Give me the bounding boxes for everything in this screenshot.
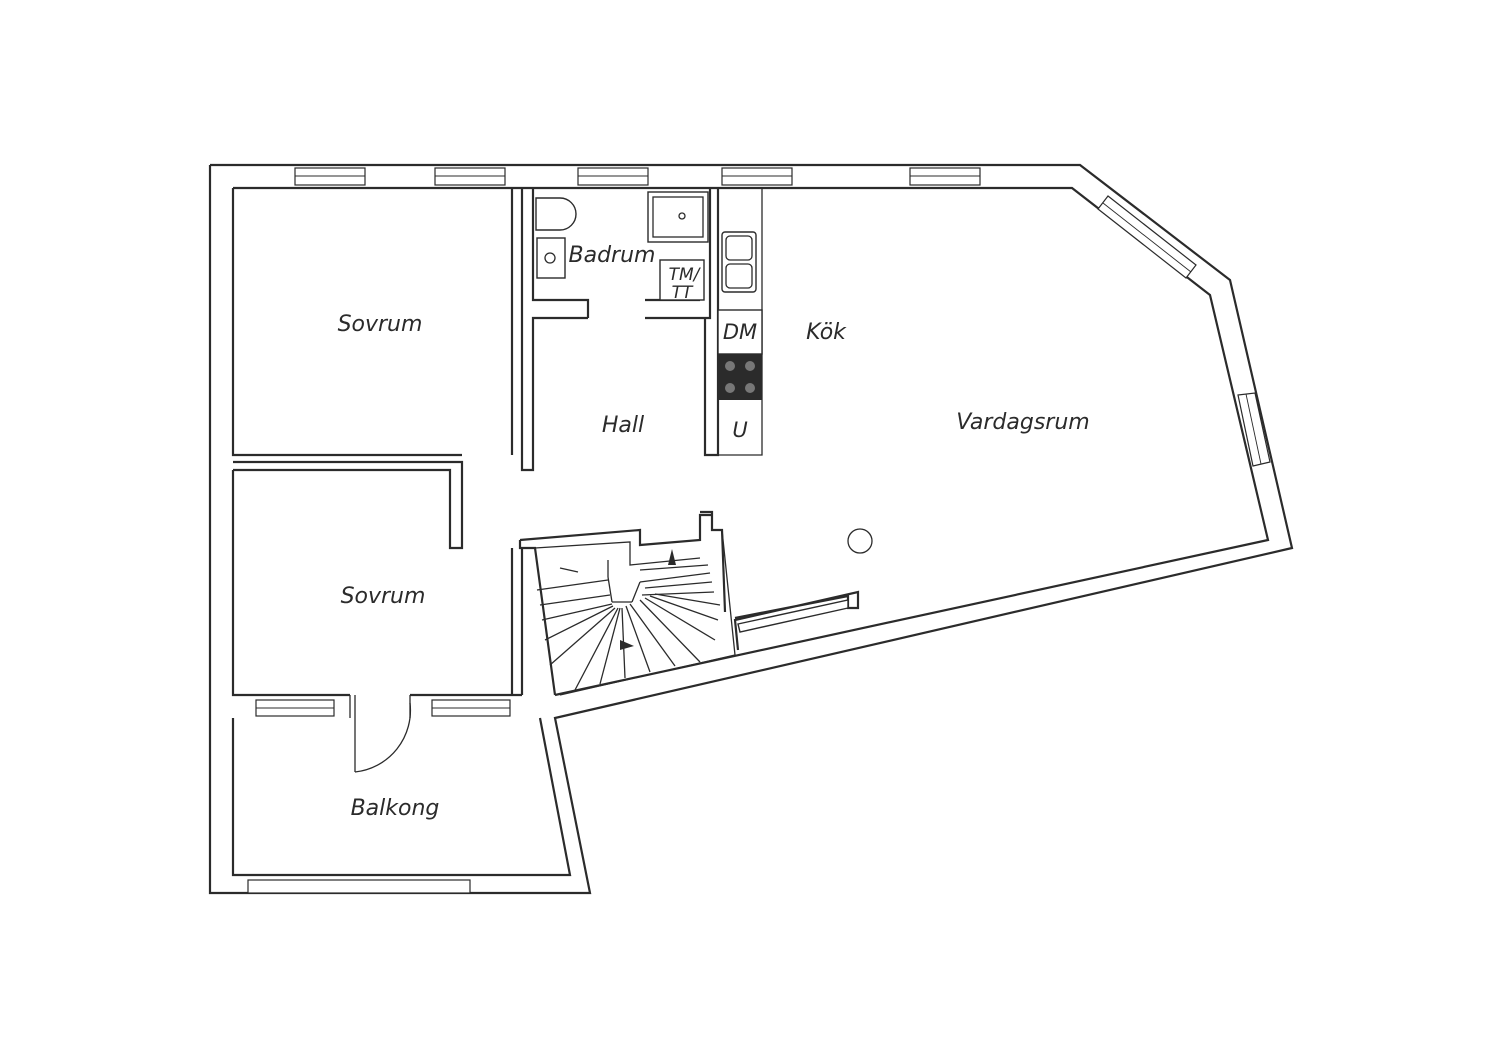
room-label-bathroom: Badrum bbox=[569, 243, 656, 268]
staircase bbox=[518, 513, 736, 696]
window-9 bbox=[431, 699, 511, 717]
room-label-hall: Hall bbox=[602, 413, 644, 438]
stove-icon bbox=[718, 354, 762, 400]
column-icon bbox=[847, 528, 873, 554]
window-4 bbox=[721, 167, 793, 186]
window-8 bbox=[255, 699, 335, 717]
room-label-kitchen: Kök bbox=[806, 320, 847, 345]
window-10 bbox=[247, 879, 471, 894]
stair-arrow-up-icon bbox=[668, 549, 676, 565]
window-6 bbox=[1097, 195, 1197, 279]
window-2 bbox=[434, 167, 506, 186]
room-label-bedroom-bottom: Sovrum bbox=[341, 584, 426, 609]
kitchen-fixtures bbox=[717, 231, 763, 400]
fixture-label-washer: TM/ bbox=[669, 265, 702, 285]
window-3 bbox=[577, 167, 649, 186]
window-5 bbox=[909, 167, 981, 186]
window-1 bbox=[294, 167, 366, 186]
room-label-bedroom-top: Sovrum bbox=[338, 312, 423, 337]
fixture-label-oven: U bbox=[732, 418, 747, 442]
balcony-door bbox=[349, 695, 412, 773]
sink-icon bbox=[536, 237, 566, 279]
sink-icon bbox=[721, 231, 757, 293]
toilet-icon bbox=[535, 197, 577, 231]
fixture-label-dishwasher: DM bbox=[723, 320, 757, 344]
bathroom-fixtures bbox=[535, 191, 709, 301]
room-label-balcony: Balkong bbox=[351, 796, 440, 821]
living-room-features bbox=[700, 510, 873, 651]
shower-icon bbox=[647, 191, 709, 243]
fixture-label-dryer: TT bbox=[672, 283, 694, 303]
windows bbox=[247, 167, 1271, 894]
window-7 bbox=[1237, 392, 1271, 467]
stair-arrow-down-icon bbox=[620, 640, 634, 650]
washer-dryer-icon bbox=[659, 259, 705, 301]
room-label-living-room: Vardagsrum bbox=[956, 410, 1089, 435]
